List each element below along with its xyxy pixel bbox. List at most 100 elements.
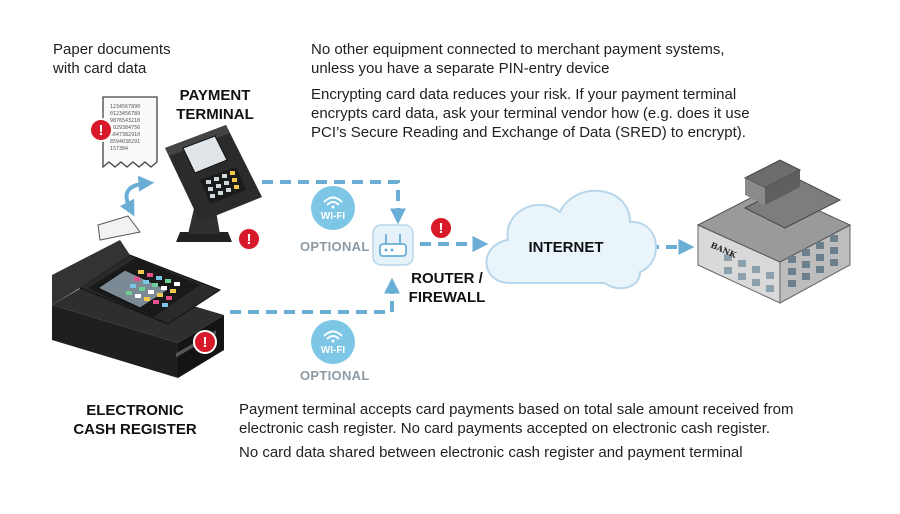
payment-terminal-label-line: TERMINAL — [176, 106, 254, 123]
wifi-label: WI-FI — [321, 211, 346, 222]
register-key — [130, 284, 136, 288]
bank-window — [724, 267, 732, 274]
receipt-icon: 1234567890012345678998765432101029384756… — [102, 96, 158, 169]
bank-window — [788, 256, 796, 263]
payment-terminal-label-line: PAYMENT — [179, 87, 251, 104]
wifi-icon: WI-FI — [311, 186, 355, 230]
bank-window — [802, 249, 810, 256]
router-label-line: FIREWALL — [408, 289, 486, 306]
bank-window — [830, 235, 838, 242]
keypad-key — [232, 178, 237, 182]
cash-register-label-line: ELECTRONIC — [86, 402, 184, 419]
encrypt-line: encrypts card data, ask your terminal ve… — [311, 105, 750, 122]
register-key — [126, 291, 132, 295]
payment-accept-note: Payment terminal accepts card payments b… — [239, 400, 793, 438]
register-key — [144, 297, 150, 301]
bank-window — [816, 266, 824, 273]
payment-terminal-label: PAYMENT TERMINAL — [160, 86, 270, 124]
receipt-line: 8594030291 — [110, 139, 140, 145]
alert-icon: ! — [193, 330, 217, 354]
register-key — [139, 287, 145, 291]
bank-window — [752, 279, 760, 286]
keypad-key — [234, 185, 239, 189]
register-key — [138, 270, 144, 274]
link-register-terminal — [119, 175, 155, 217]
alert-icon: ! — [429, 216, 453, 240]
keypad-key — [206, 180, 211, 184]
bank-window — [802, 273, 810, 280]
svg-text:!: ! — [247, 231, 252, 248]
bank-window — [724, 254, 732, 261]
register-key — [162, 303, 168, 307]
register-key — [152, 283, 158, 287]
bank-window — [752, 266, 760, 273]
register-key — [166, 296, 172, 300]
paper-note-line: with card data — [53, 60, 147, 77]
bank-window — [802, 261, 810, 268]
bank-window — [816, 254, 824, 261]
register-key — [143, 280, 149, 284]
bank-window — [830, 247, 838, 254]
bank-window — [766, 285, 774, 292]
receipt-line: 9876543210 — [110, 118, 140, 124]
cash-register-icon — [52, 215, 224, 378]
no-other-line: No other equipment connected to merchant… — [311, 41, 725, 58]
wifi-label: WI-FI — [321, 345, 346, 356]
receipt-line: 157384 — [110, 146, 128, 152]
bank-window — [738, 260, 746, 267]
bank-window — [788, 280, 796, 287]
accepts-line: electronic cash register. No card paymen… — [239, 420, 771, 437]
register-key — [134, 277, 140, 281]
keypad-key — [224, 181, 229, 185]
alert-icon: ! — [237, 227, 261, 251]
internet-label: INTERNET — [529, 239, 604, 256]
register-key — [174, 282, 180, 286]
bank-building-icon: BANK — [696, 159, 852, 304]
receipt-line: 5647382910 — [110, 132, 140, 138]
svg-text:!: ! — [99, 122, 104, 139]
bank-window — [766, 272, 774, 279]
paper-note-line: Paper documents — [53, 41, 171, 58]
paper-documents-note: Paper documents with card data — [53, 40, 171, 78]
payment-terminal-icon — [165, 125, 262, 242]
receipt-line: 0123456789 — [110, 111, 140, 117]
no-other-line: unless you have a separate PIN-entry dev… — [311, 60, 610, 77]
register-key — [153, 300, 159, 304]
optional-label-bottom: OPTIONAL — [300, 368, 370, 383]
register-key — [148, 290, 154, 294]
register-key — [156, 276, 162, 280]
register-key — [147, 273, 153, 277]
keypad-key — [210, 194, 215, 198]
register-key — [161, 286, 167, 290]
router-label-line: ROUTER / — [411, 270, 483, 287]
svg-text:!: ! — [203, 334, 208, 351]
keypad-key — [226, 188, 231, 192]
keypad-key — [208, 187, 213, 191]
bank-window — [816, 242, 824, 249]
encrypt-line: Encrypting card data reduces your risk. … — [311, 86, 737, 103]
wifi-icon: WI-FI — [311, 320, 355, 364]
bank-window — [738, 273, 746, 280]
cloud-icon — [485, 189, 657, 290]
cash-register-label-line: CASH REGISTER — [73, 421, 197, 438]
register-key — [157, 293, 163, 297]
bank-window — [788, 268, 796, 275]
register-key — [170, 289, 176, 293]
link-terminal-router — [262, 180, 406, 225]
keypad-key — [216, 184, 221, 188]
alert-icon: ! — [89, 118, 113, 142]
no-card-data-note: No card data shared between electronic c… — [239, 444, 743, 461]
link-register-router — [230, 277, 400, 314]
cash-register-label: ELECTRONIC CASH REGISTER — [60, 401, 210, 439]
svg-text:!: ! — [439, 220, 444, 237]
bank-window — [830, 259, 838, 266]
keypad-key — [230, 171, 235, 175]
keypad-key — [214, 177, 219, 181]
no-other-equipment-note: No other equipment connected to merchant… — [311, 40, 725, 78]
register-key — [165, 279, 171, 283]
receipt-line: 1234567890 — [110, 104, 140, 110]
accepts-line: Payment terminal accepts card payments b… — [239, 401, 794, 418]
receipt-line: 1029384756 — [110, 125, 140, 131]
keypad-key — [218, 191, 223, 195]
